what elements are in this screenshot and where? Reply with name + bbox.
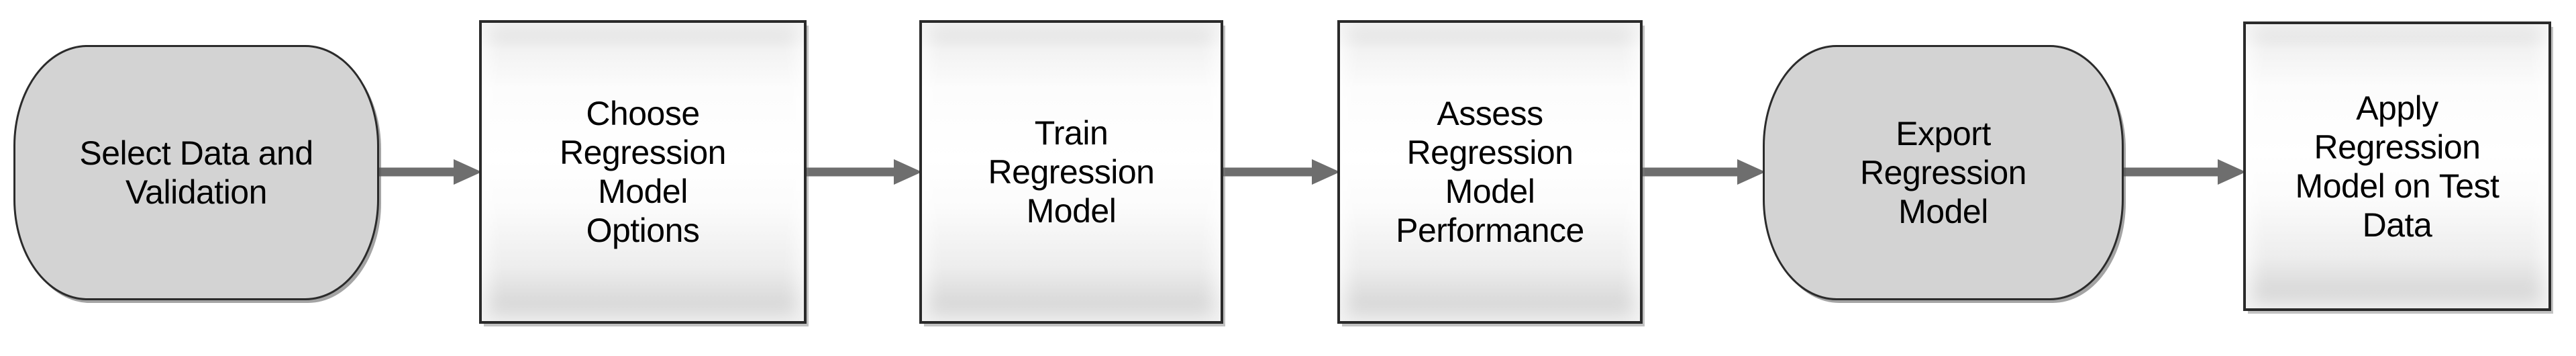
connector-arrow bbox=[803, 159, 922, 185]
flow-node-select-data-and-validation[interactable]: Select Data and Validation bbox=[13, 45, 379, 300]
flow-node-label: Export Regression Model bbox=[1860, 115, 2026, 230]
connector-arrow bbox=[1641, 159, 1765, 185]
flow-node-label: Train Regression Model bbox=[988, 114, 1155, 230]
flow-node-train-regression-model[interactable]: Train Regression Model bbox=[919, 20, 1223, 324]
flow-node-label: Assess Regression Model Performance bbox=[1396, 95, 1584, 249]
flow-node-export-regression-model[interactable]: Export Regression Model bbox=[1763, 45, 2124, 300]
flow-node-apply-regression-model-on-test-data[interactable]: Apply Regression Model on Test Data bbox=[2243, 21, 2551, 311]
connector-arrow bbox=[378, 159, 482, 185]
flow-node-label: Choose Regression Model Options bbox=[560, 95, 726, 249]
flow-node-choose-regression-model-options[interactable]: Choose Regression Model Options bbox=[479, 20, 807, 324]
flow-node-label: Apply Regression Model on Test Data bbox=[2295, 89, 2500, 244]
flow-node-label: Select Data and Validation bbox=[79, 134, 313, 211]
flow-node-assess-regression-model-performance[interactable]: Assess Regression Model Performance bbox=[1337, 20, 1643, 324]
connector-arrow bbox=[1222, 159, 1340, 185]
connector-arrow bbox=[2122, 159, 2246, 185]
